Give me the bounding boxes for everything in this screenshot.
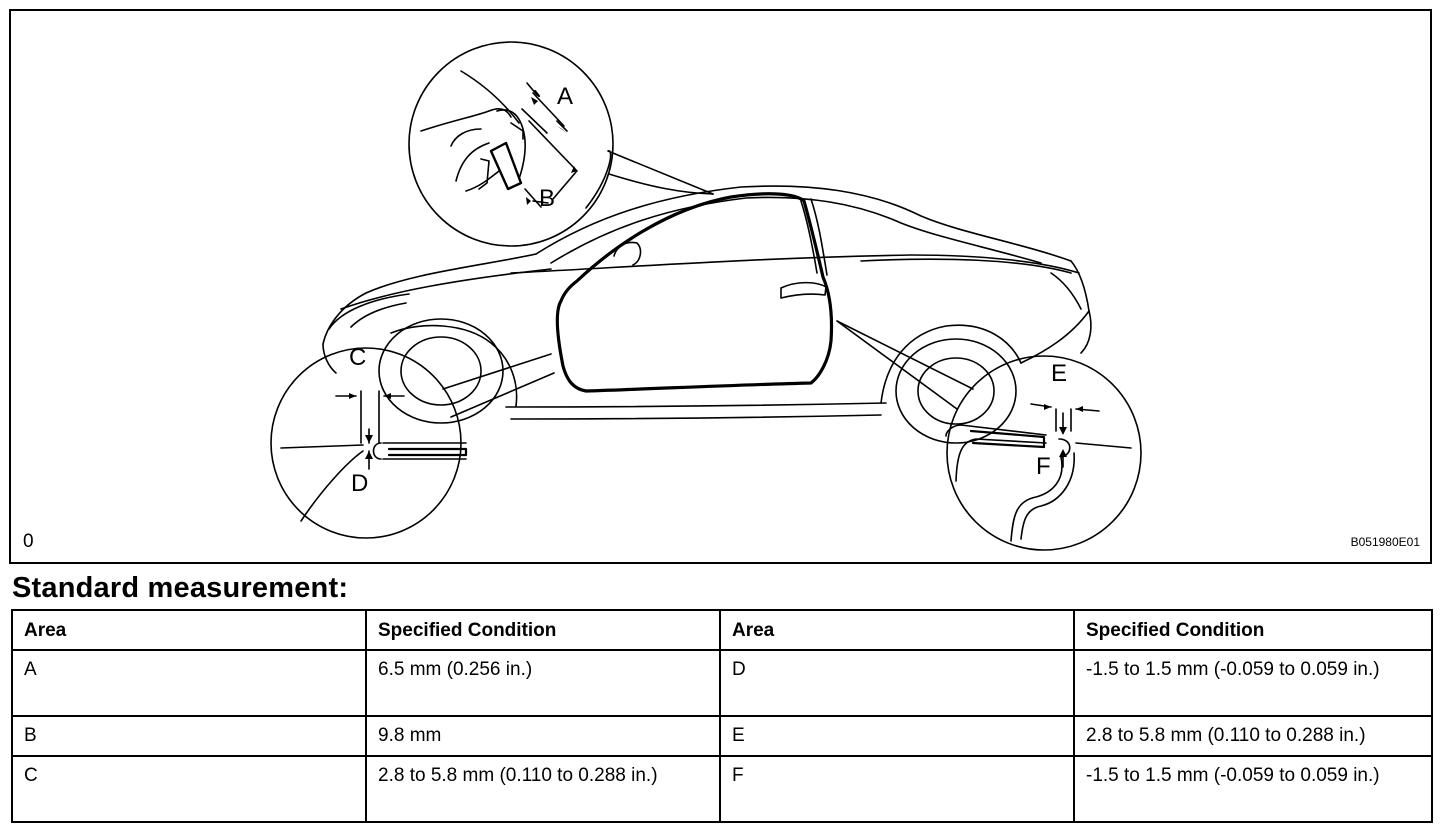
table-cell: 9.8 mm xyxy=(365,715,721,757)
table-cell: C xyxy=(11,755,367,823)
table-cell: 6.5 mm (0.256 in.) xyxy=(365,649,721,717)
table-cell: A xyxy=(11,649,367,717)
car-body-outline xyxy=(322,185,1092,444)
table-cell: -1.5 to 1.5 mm (-0.059 to 0.059 in.) xyxy=(1073,755,1433,823)
callout-b: B xyxy=(539,185,556,212)
table-cell: -1.5 to 1.5 mm (-0.059 to 0.059 in.) xyxy=(1073,649,1433,717)
door-handle xyxy=(780,281,827,299)
figure-number: 0 xyxy=(23,531,34,552)
header-area: Area xyxy=(719,609,1075,651)
measurement-table: Area Specified Condition Area Specified … xyxy=(11,609,1433,823)
callout-d: D xyxy=(351,470,369,497)
car-door-diagram xyxy=(270,41,1142,551)
table-cell: 2.8 to 5.8 mm (0.110 to 0.288 in.) xyxy=(365,755,721,823)
detail-circle-left xyxy=(270,347,555,539)
table-cell: F xyxy=(719,755,1075,823)
dimension-arrowheads xyxy=(349,97,1083,459)
figure-box: A B C D E F 0 B051980E01 xyxy=(9,9,1432,564)
table-cell: 2.8 to 5.8 mm (0.110 to 0.288 in.) xyxy=(1073,715,1433,757)
table-row: B 9.8 mm E 2.8 to 5.8 mm (0.110 to 0.288… xyxy=(11,715,1433,757)
table-cell: B xyxy=(11,715,367,757)
header-area: Area xyxy=(11,609,367,651)
callout-f: F xyxy=(1036,453,1051,480)
table-cell: E xyxy=(719,715,1075,757)
figure-code: B051980E01 xyxy=(1350,535,1420,549)
callout-c: C xyxy=(349,344,367,371)
table-header-row: Area Specified Condition Area Specified … xyxy=(11,609,1433,651)
detail-circle-top xyxy=(408,41,714,247)
table-cell: D xyxy=(719,649,1075,717)
section-title: Standard measurement: xyxy=(12,572,349,604)
header-specified-condition: Specified Condition xyxy=(1073,609,1433,651)
callout-e: E xyxy=(1051,360,1068,387)
header-specified-condition: Specified Condition xyxy=(365,609,721,651)
callout-a: A xyxy=(557,83,574,110)
table-row: A 6.5 mm (0.256 in.) D -1.5 to 1.5 mm (-… xyxy=(11,649,1433,717)
door-outline xyxy=(555,192,834,393)
table-row: C 2.8 to 5.8 mm (0.110 to 0.288 in.) F -… xyxy=(11,755,1433,823)
detail-circle-right xyxy=(836,320,1142,551)
